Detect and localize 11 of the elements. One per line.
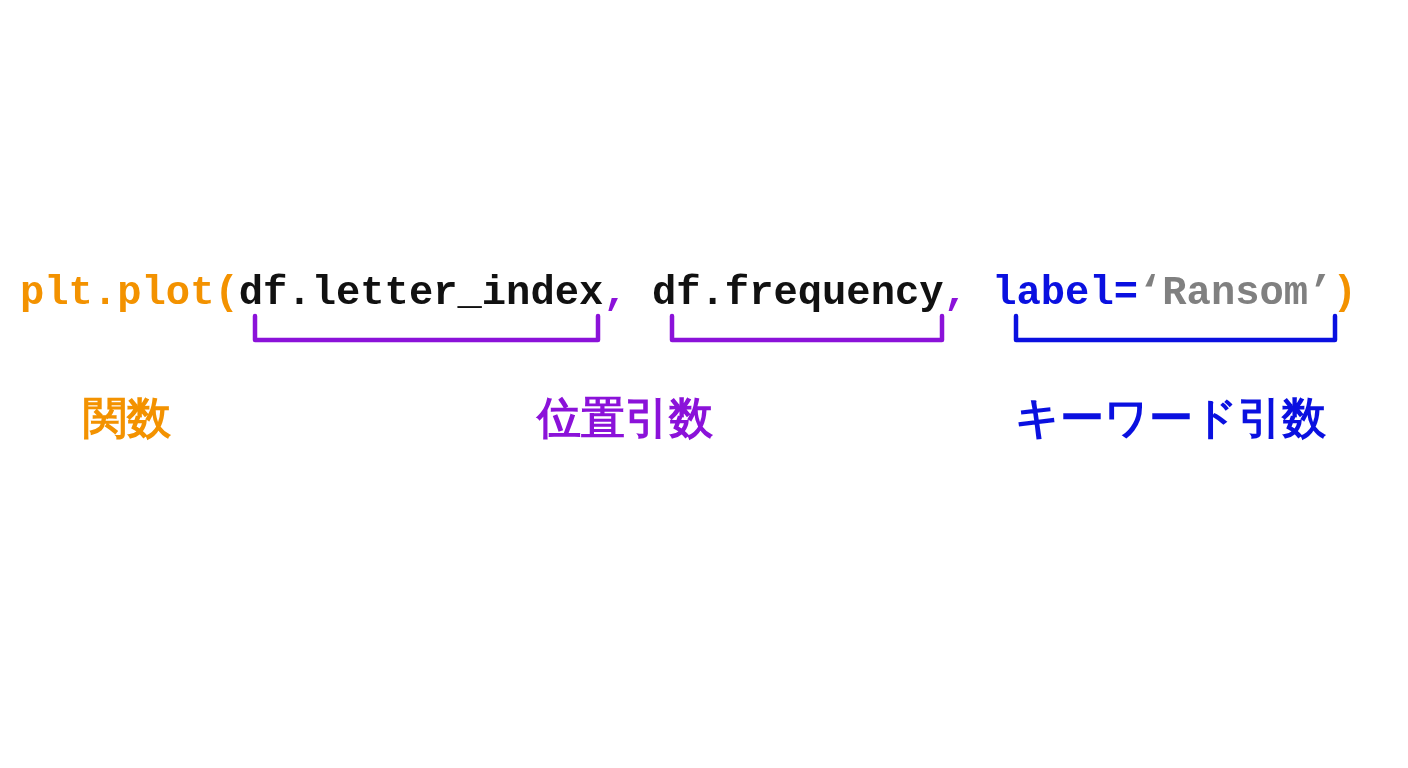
comma: , <box>943 273 968 314</box>
comma: , <box>603 273 628 314</box>
closing-parenthesis: ) <box>1332 273 1357 314</box>
string-literal-code: ‘Ransom’ <box>1138 273 1333 314</box>
category-label: 関数 <box>83 396 171 440</box>
category-label: キーワード引数 <box>1014 396 1326 440</box>
argument-code: df.frequency <box>651 273 944 314</box>
argument-code: df.letter_index <box>238 273 604 314</box>
category-label: 位置引数 <box>537 396 713 440</box>
keyword-code: label= <box>992 273 1138 314</box>
function-call-code: plt.plot( <box>20 273 239 314</box>
